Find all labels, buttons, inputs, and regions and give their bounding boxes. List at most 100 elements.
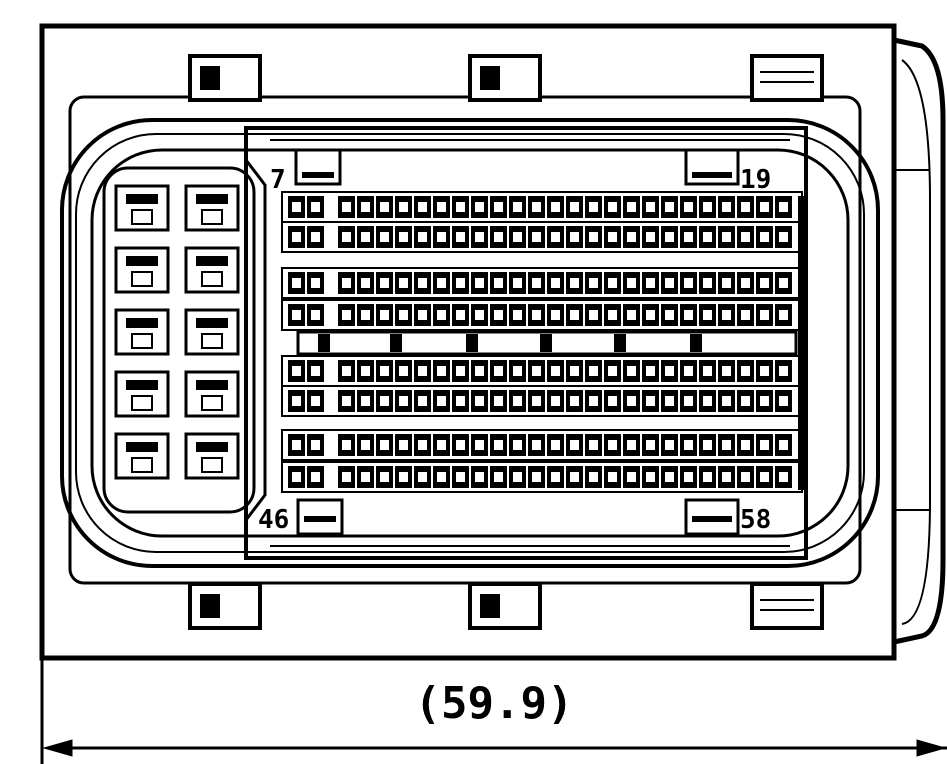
pin-cavity-core bbox=[646, 440, 655, 450]
pin-cavity-core bbox=[361, 440, 370, 450]
pin-cavity-core bbox=[292, 202, 301, 212]
pin-cavity-core bbox=[418, 202, 427, 212]
pin-cavity-core bbox=[646, 310, 655, 320]
pin-cavity-core bbox=[779, 310, 788, 320]
pin-cavity-core bbox=[361, 278, 370, 288]
pin-cavity-core bbox=[741, 396, 750, 406]
pin-cavity-core bbox=[779, 202, 788, 212]
pin-cavity-core bbox=[513, 232, 522, 242]
pin-cavity-core bbox=[418, 232, 427, 242]
pin-cavity-core bbox=[513, 366, 522, 376]
pin-cavity-core bbox=[779, 396, 788, 406]
pin-cavity-core bbox=[437, 278, 446, 288]
pin-cavity-core bbox=[380, 202, 389, 212]
pin-cavity-core bbox=[475, 396, 484, 406]
keying-post bbox=[540, 334, 552, 352]
pin-cavity-core bbox=[418, 440, 427, 450]
pin-cavity-core bbox=[399, 472, 408, 482]
pin-cavity-core bbox=[399, 232, 408, 242]
pin-cavity-core bbox=[494, 440, 503, 450]
large-contact bbox=[184, 370, 240, 418]
pin-cavity-core bbox=[292, 472, 301, 482]
pin-cavity-core bbox=[589, 366, 598, 376]
keying-post bbox=[318, 334, 330, 352]
pin-cavity-core bbox=[760, 278, 769, 288]
pin-cavity-core bbox=[589, 232, 598, 242]
pin-cavity-core bbox=[703, 396, 712, 406]
pin-cavity-core bbox=[608, 440, 617, 450]
large-contact-socket bbox=[201, 209, 223, 225]
corner-marker-bars bbox=[302, 172, 732, 522]
pin-cavity-core bbox=[437, 396, 446, 406]
pin-rows bbox=[281, 191, 803, 493]
pin-cavity-core bbox=[437, 366, 446, 376]
pin-cavity-core bbox=[589, 396, 598, 406]
keying-bars bbox=[296, 196, 806, 490]
side-rail bbox=[798, 196, 806, 490]
tab-details bbox=[200, 66, 500, 618]
pin-cavity-core bbox=[494, 232, 503, 242]
pin-cavity-core bbox=[361, 396, 370, 406]
pin-cavity-core bbox=[399, 202, 408, 212]
pin-cavity-core bbox=[741, 202, 750, 212]
pin-cavity-core bbox=[456, 472, 465, 482]
large-contact-socket bbox=[201, 457, 223, 473]
large-contact bbox=[184, 246, 240, 294]
large-contact-socket bbox=[201, 271, 223, 287]
large-contact-latch bbox=[196, 194, 228, 204]
pin-cavity-core bbox=[646, 278, 655, 288]
pin-cavity-core bbox=[494, 202, 503, 212]
pin-cavity-core bbox=[665, 202, 674, 212]
pin-cavity-core bbox=[361, 232, 370, 242]
pin-cavity-core bbox=[475, 472, 484, 482]
pin-cavity-core bbox=[570, 440, 579, 450]
pin-cavity-core bbox=[342, 440, 351, 450]
dimension-value: (59.9) bbox=[415, 678, 574, 729]
large-contact bbox=[114, 246, 170, 294]
pin-cavity-core bbox=[570, 278, 579, 288]
pin-cavity-core bbox=[292, 396, 301, 406]
large-contact-socket bbox=[201, 333, 223, 349]
pin-cavity-core bbox=[703, 472, 712, 482]
pin-cavity-core bbox=[760, 396, 769, 406]
pin-cavity-core bbox=[646, 396, 655, 406]
pin-cavity-core bbox=[532, 440, 541, 450]
pin-cavity-core bbox=[311, 202, 320, 212]
large-contact bbox=[184, 184, 240, 232]
pin-cavity-core bbox=[570, 310, 579, 320]
pin-cavity-core bbox=[380, 366, 389, 376]
pin-cavity-core bbox=[551, 440, 560, 450]
pin-cavity-core bbox=[292, 440, 301, 450]
pin-cavity-core bbox=[627, 396, 636, 406]
large-contact-latch bbox=[126, 194, 158, 204]
pin-label-58: 58 bbox=[740, 505, 771, 535]
pin-cavity-core bbox=[361, 310, 370, 320]
pin-cavity-core bbox=[456, 278, 465, 288]
pin-cavity-core bbox=[589, 472, 598, 482]
pin-cavity-core bbox=[532, 278, 541, 288]
pin-cavity-core bbox=[380, 440, 389, 450]
pin-cavity-core bbox=[456, 440, 465, 450]
pin-cavity-core bbox=[665, 232, 674, 242]
pin-cavity-core bbox=[342, 396, 351, 406]
large-contact bbox=[114, 184, 170, 232]
pin-cavity-core bbox=[311, 232, 320, 242]
pin-cavity-core bbox=[513, 396, 522, 406]
dimension-line bbox=[40, 660, 947, 764]
pin-cavity-core bbox=[627, 310, 636, 320]
large-contact-latch bbox=[196, 256, 228, 266]
pin-cavity-core bbox=[342, 278, 351, 288]
pin-cavity-core bbox=[437, 310, 446, 320]
pin-cavity-core bbox=[703, 366, 712, 376]
pin-cavity-core bbox=[722, 310, 731, 320]
pin-cavity-core bbox=[646, 202, 655, 212]
pin-cavity-core bbox=[684, 278, 693, 288]
tab-slots-right bbox=[760, 71, 814, 611]
pin-cavity-core bbox=[292, 232, 301, 242]
pin-cavity-core bbox=[608, 310, 617, 320]
pin-cavity-core bbox=[456, 310, 465, 320]
pin-cavity-core bbox=[665, 278, 674, 288]
pin-cavity-core bbox=[684, 396, 693, 406]
pin-cavity-core bbox=[399, 278, 408, 288]
large-contact-latch bbox=[196, 318, 228, 328]
